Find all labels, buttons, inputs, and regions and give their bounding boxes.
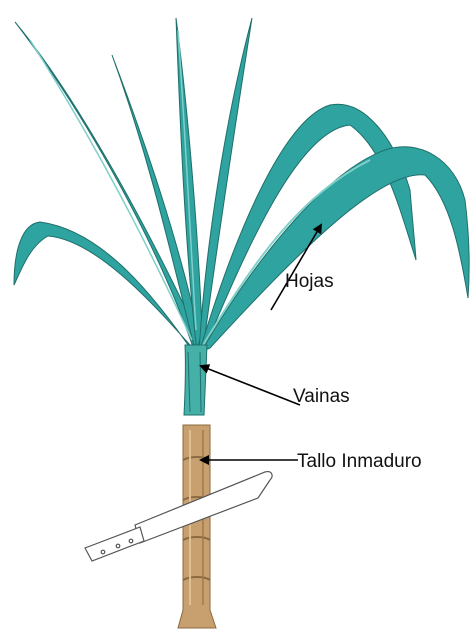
label-vainas: Vainas xyxy=(293,386,350,408)
leaf-far-left xyxy=(15,22,196,350)
label-tallo-inmaduro: Tallo Inmaduro xyxy=(297,451,422,473)
machete xyxy=(85,472,272,561)
label-hojas: Hojas xyxy=(285,271,334,293)
machete-handle xyxy=(85,527,144,561)
leaves xyxy=(14,18,469,352)
sheath xyxy=(184,345,207,415)
arrow-vainas xyxy=(201,366,300,405)
